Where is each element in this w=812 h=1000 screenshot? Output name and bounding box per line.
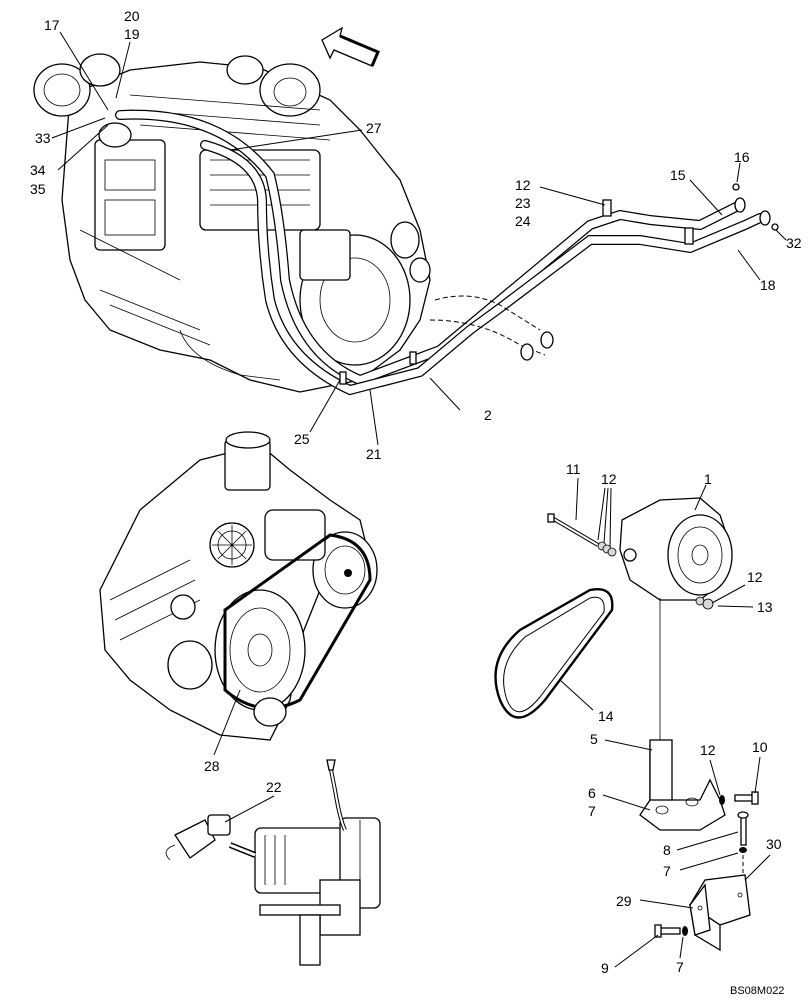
front-direction-arrow-icon	[321, 26, 380, 67]
bolt-10-part	[719, 791, 759, 805]
callout-7-a: 7	[588, 803, 596, 819]
callout-18: 18	[760, 277, 776, 293]
compressor-side-view	[165, 759, 381, 966]
callout-33: 33	[35, 130, 51, 146]
callout-17: 17	[44, 17, 60, 33]
callout-1: 1	[704, 471, 712, 487]
callout-12-bottom: 12	[700, 742, 716, 758]
callout-22: 22	[266, 779, 282, 795]
callout-6: 6	[588, 785, 596, 801]
callout-32: 32	[786, 235, 802, 251]
callout-labels: 17 20 19 33 34 35 27 12 23 24 15 16 32 1…	[30, 8, 802, 976]
mounting-bracket-part	[639, 739, 726, 831]
callout-24: 24	[515, 213, 531, 229]
callout-11: 11	[566, 461, 581, 477]
callout-20: 20	[124, 8, 140, 24]
callout-10: 10	[752, 739, 768, 755]
reference-code: BS08M022	[730, 985, 784, 997]
callout-23: 23	[515, 195, 531, 211]
callout-7-c: 7	[676, 959, 684, 975]
bolt-9-part	[654, 924, 688, 938]
callout-19: 19	[124, 26, 140, 42]
engine-top-view	[33, 53, 431, 393]
callout-34: 34	[30, 162, 46, 178]
callout-28: 28	[204, 758, 220, 774]
bolt-part	[547, 513, 714, 610]
leader-lines	[51, 31, 787, 968]
callout-8: 8	[663, 842, 671, 858]
callout-21: 21	[366, 446, 382, 462]
ac-hoses	[115, 109, 779, 396]
callout-27: 27	[366, 120, 382, 136]
callout-9: 9	[601, 960, 609, 976]
callout-14: 14	[598, 708, 614, 724]
callout-5: 5	[590, 731, 598, 747]
callout-16: 16	[734, 149, 750, 165]
callout-30: 30	[766, 836, 782, 852]
engine-front-view	[99, 431, 378, 741]
callout-2: 2	[484, 407, 492, 423]
compressor-part	[619, 497, 733, 601]
callout-35: 35	[30, 181, 46, 197]
callout-12-mid: 12	[601, 471, 617, 487]
callout-12-top: 12	[515, 177, 531, 193]
callout-15: 15	[670, 167, 686, 183]
drive-belt-part	[494, 588, 614, 719]
spacer-block-part	[689, 874, 751, 952]
callout-25: 25	[294, 431, 310, 447]
callout-29: 29	[616, 893, 632, 909]
callout-7-b: 7	[663, 863, 671, 879]
bolt-8-part	[737, 811, 749, 882]
callout-13: 13	[757, 599, 773, 615]
callout-12-right: 12	[747, 569, 763, 585]
